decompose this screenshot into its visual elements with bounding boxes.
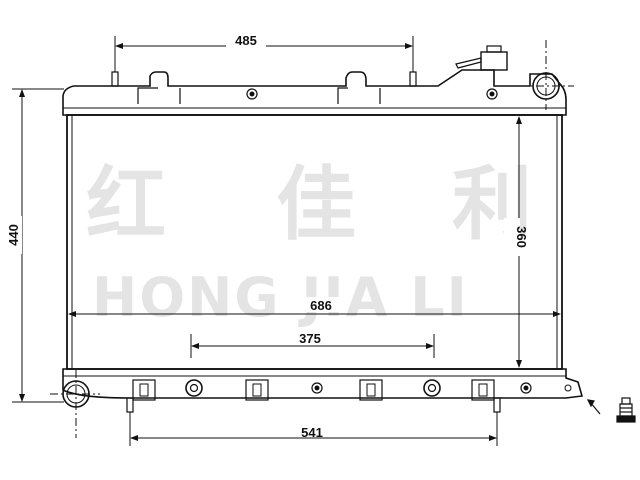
dim-label-375: 375: [299, 331, 321, 346]
top-pin-left: [111, 71, 119, 87]
bottom-pin-right: [493, 397, 501, 413]
top-pin-right: [409, 71, 417, 87]
filler-neck: [480, 51, 508, 71]
dim-label-485: 485: [235, 33, 257, 48]
drain-plug-icon: [586, 397, 636, 423]
dim-label-541: 541: [301, 425, 323, 440]
bottom-pin-left: [126, 397, 134, 413]
dim-label-360: 360: [514, 226, 529, 248]
dim-label-440: 440: [6, 224, 21, 246]
dim-label-686: 686: [310, 298, 332, 313]
